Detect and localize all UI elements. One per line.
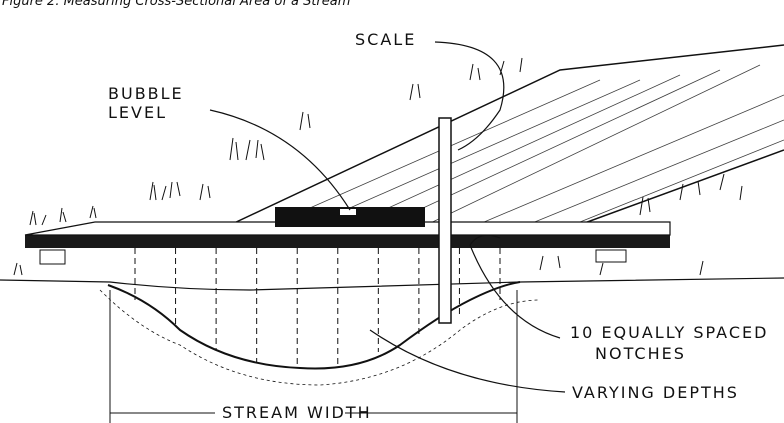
board-support-left (39, 249, 66, 265)
stream-bed-texture (99, 289, 541, 386)
bubble-level-label-line1: BUBBLE (108, 84, 184, 103)
stream-width-label: STREAM WIDTH (222, 403, 372, 422)
figure-title: Figure 2. Measuring Cross-Sectional Area… (2, 0, 351, 9)
notches-label-line2: NOTCHES (595, 344, 686, 363)
stream-width-dimension (109, 290, 518, 423)
notches-label-line1: 10 EQUALLY SPACED (570, 323, 769, 342)
board-top (24, 221, 671, 236)
grass (13, 57, 743, 276)
scale-label: SCALE (355, 30, 417, 49)
board-support-right (595, 249, 627, 263)
stream-channel (107, 281, 521, 370)
bubble-level (275, 207, 425, 227)
measuring-board (25, 235, 670, 248)
label-arrows (209, 41, 566, 393)
bubble-level-label-line2: LEVEL (108, 103, 167, 122)
stream-bank (214, 44, 784, 233)
varying-depths-label: VARYING DEPTHS (572, 383, 739, 402)
notch-depth-lines (134, 248, 501, 368)
bubble-vial (340, 209, 356, 215)
ground-line (0, 277, 784, 291)
scale-rod (438, 117, 452, 324)
